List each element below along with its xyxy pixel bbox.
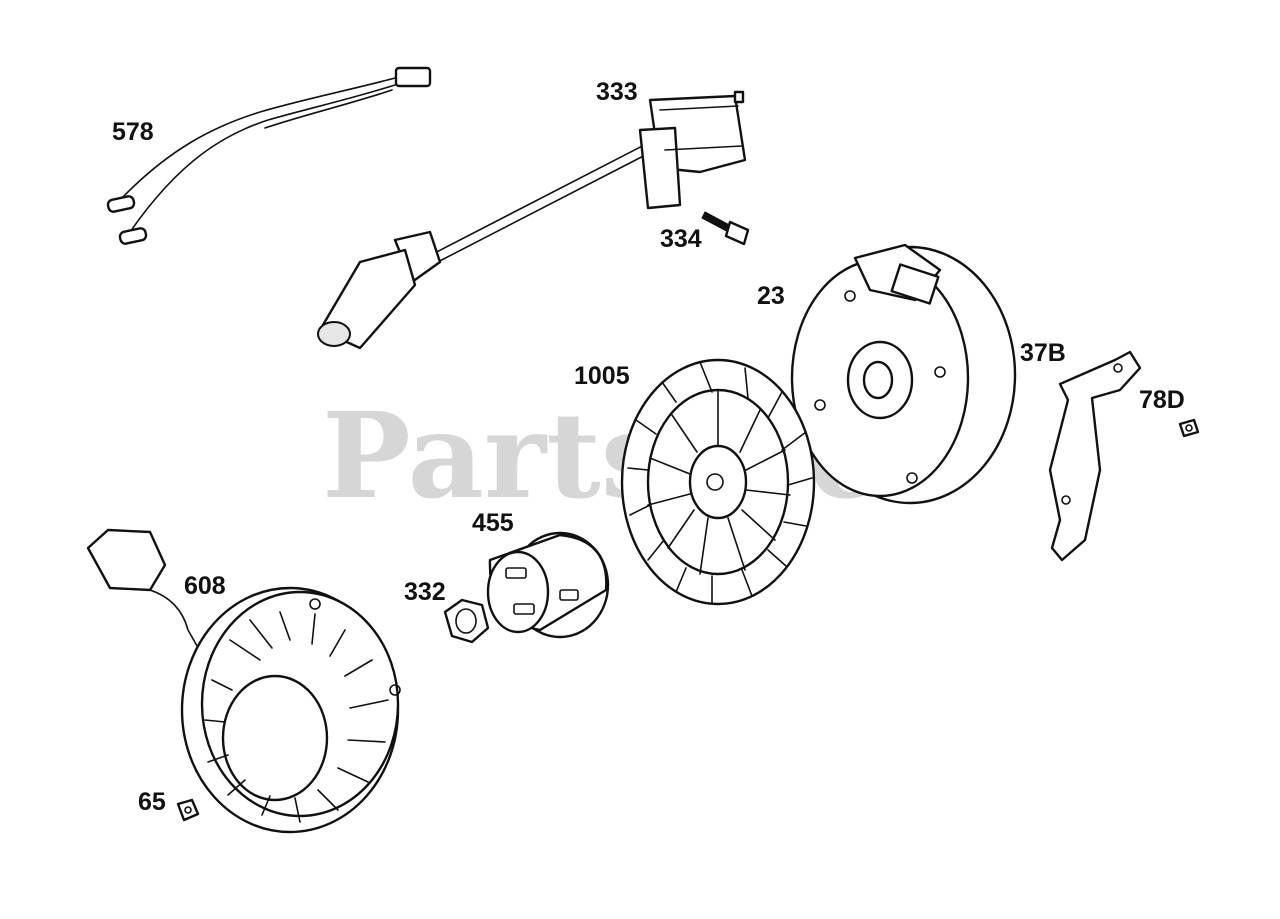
part-334-coil-bolt[interactable]	[701, 211, 750, 246]
callout-65[interactable]: 65	[138, 788, 166, 816]
callout-578[interactable]: 578	[112, 118, 154, 146]
callout-333[interactable]: 333	[596, 78, 638, 106]
callout-455[interactable]: 455	[472, 509, 514, 537]
part-1005-flywheel[interactable]	[620, 358, 816, 606]
part-65-starter-screw[interactable]	[176, 798, 200, 822]
part-578-wire-harness[interactable]	[106, 66, 432, 245]
callout-334[interactable]: 334	[660, 225, 702, 253]
callout-37B[interactable]: 37B	[1020, 339, 1066, 367]
part-23-flywheel-cover[interactable]	[790, 243, 1017, 505]
part-608-recoil-starter[interactable]	[86, 528, 401, 834]
part-455-cup[interactable]	[486, 531, 610, 639]
callout-23[interactable]: 23	[757, 282, 785, 310]
callout-1005[interactable]: 1005	[574, 362, 630, 390]
callout-labels: 578 333 334 23 37B 78D 1005 455 332 608 …	[112, 78, 1185, 816]
callout-78D[interactable]: 78D	[1139, 386, 1185, 414]
callout-608[interactable]: 608	[184, 572, 226, 600]
part-333-ignition-coil[interactable]	[317, 90, 747, 350]
part-332-flywheel-nut[interactable]	[443, 598, 490, 644]
callout-332[interactable]: 332	[404, 578, 446, 606]
part-37B-bracket[interactable]	[1048, 350, 1142, 562]
part-78D-bracket-screw[interactable]	[1178, 418, 1200, 438]
